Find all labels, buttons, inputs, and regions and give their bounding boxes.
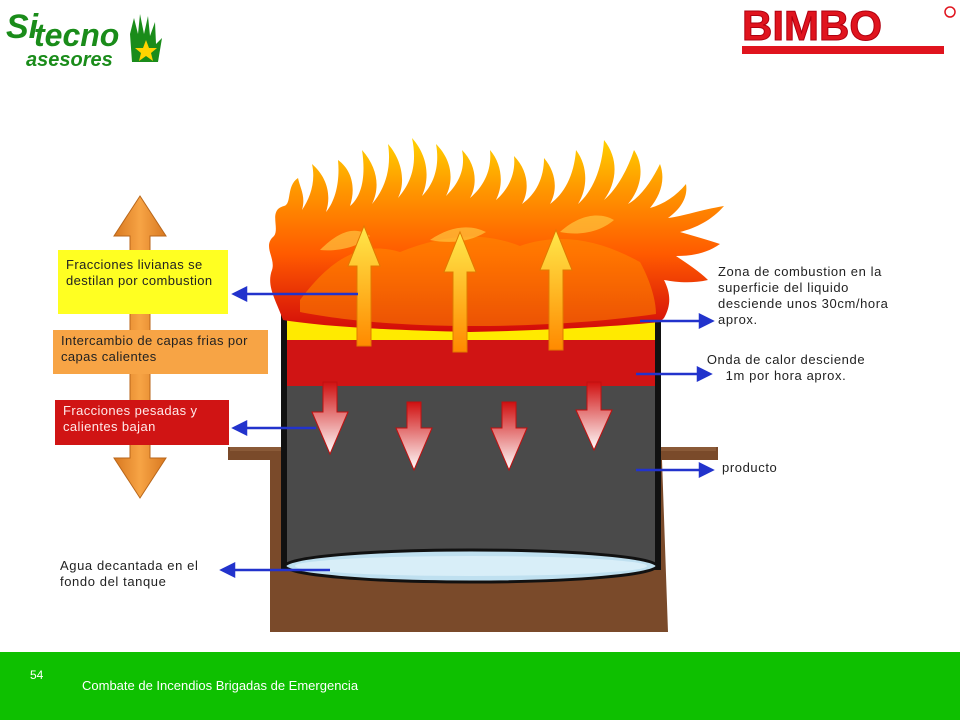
label-fracciones-pesadas: Fracciones pesadas y calientes bajan	[55, 400, 229, 445]
tank-fire-diagram	[113, 138, 724, 632]
bimbo-logo: BIMBO	[742, 2, 956, 54]
logo-left-tecno: tecno	[34, 17, 119, 53]
hand-icon	[130, 14, 162, 62]
footer-title: Combate de Incendios Brigadas de Emergen…	[82, 678, 359, 693]
upward-arrows	[347, 224, 573, 353]
page-number: 54	[30, 668, 44, 682]
label-producto: producto	[722, 460, 778, 475]
registered-icon	[944, 6, 956, 18]
downward-arrows	[311, 381, 613, 472]
label-fracciones-livianas: Fracciones livianas se destilan por comb…	[58, 250, 228, 314]
logo-underline	[742, 46, 944, 54]
label-agua-decantada: Agua decantada en el fondo del tanque	[60, 558, 199, 589]
label-zona-combustion: Zona de combustion en la superficie del …	[718, 264, 889, 327]
label-intercambio-capas: Intercambio de capas frias por capas cal…	[53, 330, 268, 374]
footer-bar: 54 Combate de Incendios Brigadas de Emer…	[0, 652, 960, 720]
star-icon	[135, 40, 157, 61]
label-onda-calor: Onda de calor desciende 1m por hora apro…	[706, 352, 866, 383]
hot-zone-red	[287, 338, 655, 386]
logo-left-si: Si	[6, 8, 40, 46]
logo-left-asesores: asesores	[26, 49, 113, 70]
sitecno-logo: Si tecno asesores	[6, 8, 162, 70]
pointer-arrows	[219, 285, 715, 579]
logo-right-text: BIMBO	[742, 2, 882, 49]
